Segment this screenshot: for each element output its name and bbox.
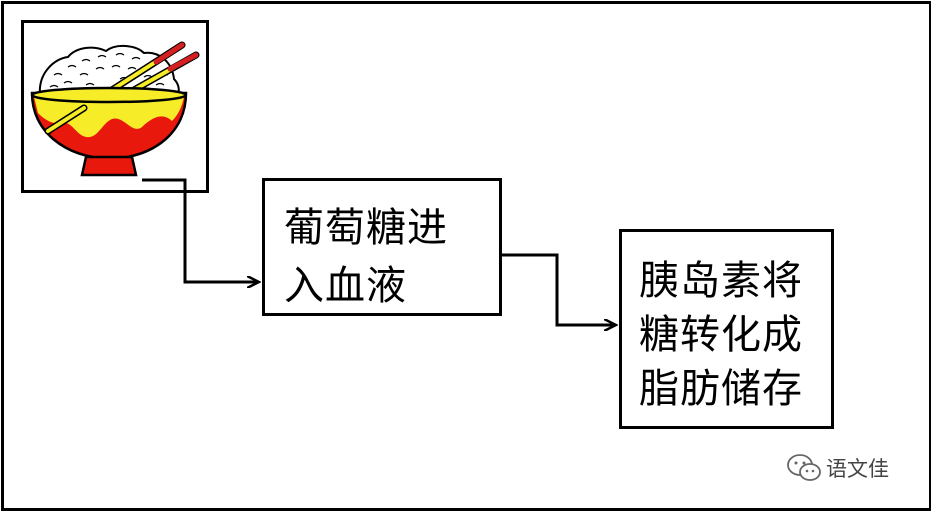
insulin-line-3: 脂肪储存 xyxy=(639,366,803,412)
arrow-glucose-to-insulin xyxy=(502,253,616,325)
insulin-line-2: 糖转化成 xyxy=(639,312,803,358)
glucose-enters-blood-box: 葡萄糖进 入血液 xyxy=(262,178,502,316)
glucose-line-1: 葡萄糖进 xyxy=(284,205,448,251)
wechat-icon xyxy=(787,454,821,481)
arrow-bowl-to-glucose xyxy=(142,178,259,282)
insulin-converts-sugar-box: 胰岛素将 糖转化成 脂肪储存 xyxy=(619,229,834,429)
glucose-line-2: 入血液 xyxy=(284,263,407,309)
rice-bowl-image-box xyxy=(21,20,209,193)
rice-bowl-with-chopsticks-icon xyxy=(30,41,200,177)
watermark-text: 语文佳 xyxy=(826,457,889,481)
watermark: 语文佳 xyxy=(786,451,889,485)
insulin-line-1: 胰岛素将 xyxy=(639,258,803,304)
